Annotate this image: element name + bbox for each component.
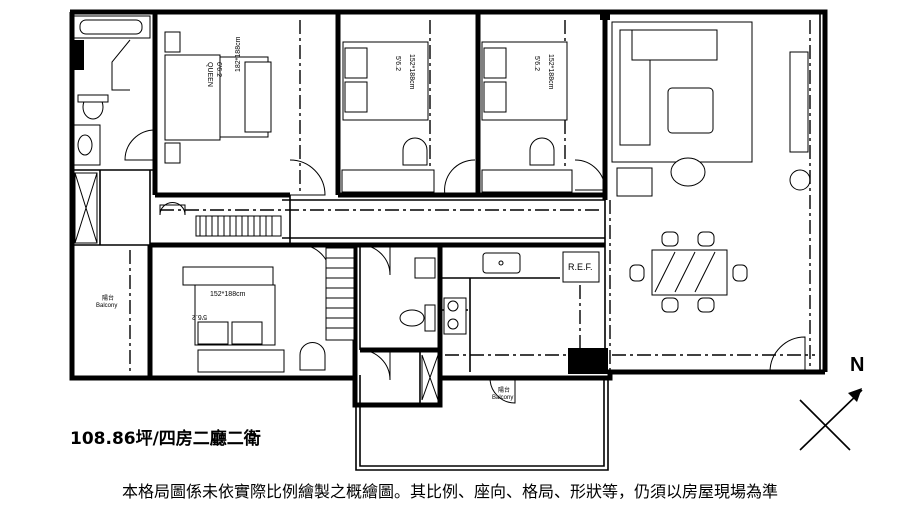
kitchen: R.E.F. [443, 251, 600, 335]
balcony-label-en: Balcony [492, 395, 513, 401]
bedroom-3-bed: 5'6.2 152*188cm [481, 41, 568, 166]
dining-area [629, 231, 748, 313]
living-room [611, 21, 811, 197]
fridge-label: R.E.F. [568, 262, 593, 272]
balcony-bottom: 陽台 Balcony [355, 378, 609, 471]
bed-type-label: QUEEN [206, 62, 213, 87]
balcony-left: 陽台 Balcony [96, 294, 117, 309]
bed-size-cm-label: 152*188cm [210, 291, 246, 298]
master-bed: QUEEN 6'6.2 182*188cm [164, 31, 272, 164]
partitions [72, 14, 821, 405]
bed-size-ft-label: 6'6.2 [215, 62, 222, 77]
bed-size-cm-label: 152*188cm [408, 54, 415, 90]
bed-size-cm-label: 182*188cm [235, 36, 242, 72]
area-title: 108.86坪/四房二廳二衛 [70, 429, 261, 449]
bed-size-ft-label: 5'6.2 [533, 56, 540, 71]
bathroom-master [73, 15, 151, 166]
walls [69, 9, 828, 408]
bed-size-ft-label: 5'6.2 [192, 313, 207, 320]
bedroom-2-bed: 5'6.2 152*188cm [342, 41, 429, 166]
balcony-label-zh: 陽台 [498, 386, 510, 394]
beam-lines [129, 20, 815, 375]
balcony-label-zh: 陽台 [102, 294, 114, 302]
balcony-label-en: Balcony [96, 303, 117, 309]
bed-size-ft-label: 5'6.2 [394, 56, 401, 71]
closets [74, 169, 573, 401]
disclaimer-text: 本格局圖係未依實際比例繪製之概繪圖。其比例、座向、格局、形狀等，仍須以房屋現場為… [121, 482, 778, 501]
bed-size-cm-label: 152*188cm [547, 54, 554, 90]
north-label: N [850, 354, 865, 376]
bathroom-2 [399, 257, 436, 332]
bedroom-4-bed: 5'6.2 152*188cm [159, 202, 326, 371]
north-arrow-icon [799, 388, 863, 451]
